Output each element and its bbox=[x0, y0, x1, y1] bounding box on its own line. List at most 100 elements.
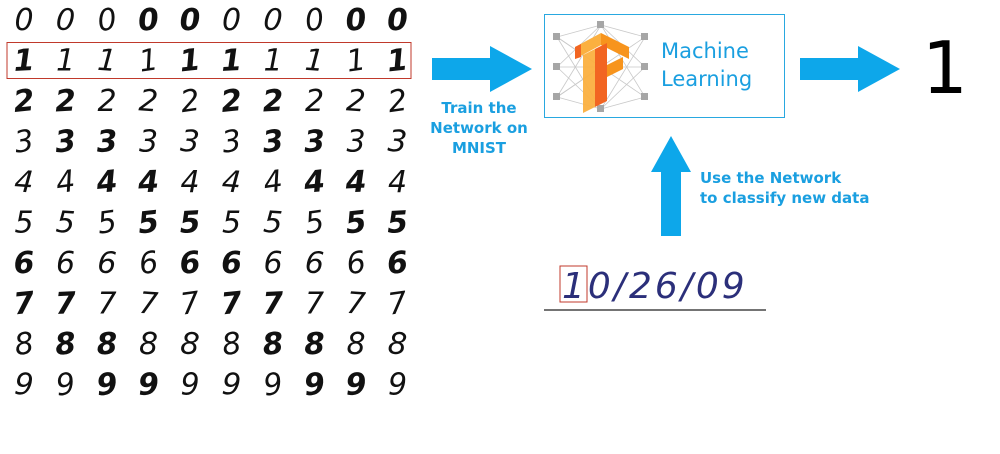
train-arrow bbox=[432, 46, 532, 92]
classification-result: 1 bbox=[922, 26, 968, 110]
mnist-digit: 6 bbox=[96, 245, 117, 281]
train-caption-line: Train the bbox=[441, 99, 517, 117]
mnist-digit: 1 bbox=[96, 43, 117, 79]
mnist-digit: 9 bbox=[345, 367, 368, 403]
mnist-digit: 3 bbox=[303, 124, 326, 160]
mnist-digit: 2 bbox=[97, 84, 116, 119]
mnist-digit: 9 bbox=[388, 368, 407, 403]
mnist-digit: 1 bbox=[56, 44, 75, 79]
mnist-digit: 9 bbox=[13, 367, 34, 403]
mnist-digit: 9 bbox=[180, 368, 199, 403]
train-caption-line: MNIST bbox=[451, 139, 507, 157]
mnist-digit: 0 bbox=[344, 2, 368, 39]
mnist-digit: 8 bbox=[387, 326, 408, 362]
train-caption: Train the Network on MNIST bbox=[418, 98, 540, 158]
mnist-digit: 7 bbox=[54, 286, 77, 322]
use-caption-line: to classify new data bbox=[700, 189, 870, 207]
mnist-digit: 0 bbox=[136, 2, 160, 39]
mnist-digit: 8 bbox=[96, 326, 119, 362]
mnist-digit: 7 bbox=[386, 285, 410, 322]
mnist-digit: 7 bbox=[138, 286, 159, 322]
mnist-digit: 9 bbox=[261, 366, 285, 403]
mnist-digit: 7 bbox=[97, 287, 116, 322]
classify-arrow bbox=[651, 136, 691, 236]
mnist-digit: 2 bbox=[219, 83, 243, 120]
mnist-digit: 9 bbox=[221, 367, 242, 403]
mnist-digit: 7 bbox=[345, 286, 366, 322]
train-caption-line: Network on bbox=[430, 119, 528, 137]
mnist-digit: 2 bbox=[345, 83, 366, 119]
mnist-digit: 6 bbox=[13, 245, 36, 281]
mnist-digit: 8 bbox=[261, 326, 285, 363]
mnist-digit: 4 bbox=[301, 164, 326, 201]
mnist-digit: 0 bbox=[179, 2, 202, 38]
mnist-digit: 0 bbox=[386, 2, 409, 38]
mnist-digit: 2 bbox=[262, 83, 285, 119]
mnist-digit: 6 bbox=[220, 245, 243, 281]
tensorflow-logo-icon bbox=[553, 21, 648, 113]
mnist-digit: 8 bbox=[139, 327, 158, 362]
use-caption-line: Use the Network bbox=[700, 169, 842, 187]
mnist-digit: 7 bbox=[219, 285, 244, 322]
mnist-digit: 3 bbox=[12, 123, 36, 160]
mnist-digit: 4 bbox=[180, 165, 199, 200]
mnist-digit: 2 bbox=[12, 83, 36, 120]
use-caption: Use the Network to classify new data bbox=[700, 168, 890, 208]
date-text: 10/26/09 bbox=[562, 266, 748, 307]
mnist-digit: 6 bbox=[263, 246, 282, 281]
mnist-digit: 2 bbox=[138, 83, 159, 119]
mnist-digit: 7 bbox=[305, 287, 324, 322]
mnist-digit: 4 bbox=[261, 164, 285, 201]
mnist-digit: 0 bbox=[303, 2, 327, 39]
mnist-digit: 8 bbox=[346, 327, 365, 362]
mnist-digit: 5 bbox=[179, 205, 202, 241]
mnist-digit: 3 bbox=[139, 125, 158, 160]
mnist-digit: 2 bbox=[54, 83, 77, 119]
mnist-digit: 6 bbox=[344, 245, 368, 282]
mnist-digit: 3 bbox=[387, 124, 408, 160]
mnist-digit: 4 bbox=[221, 164, 242, 200]
mnist-digit: 2 bbox=[178, 83, 202, 120]
mnist-digit: 5 bbox=[95, 204, 119, 241]
mnist-digit: 0 bbox=[262, 2, 283, 38]
mnist-digit: 6 bbox=[56, 246, 75, 281]
mnist-digit: 5 bbox=[303, 204, 327, 241]
mnist-digit: 8 bbox=[220, 326, 244, 363]
mnist-digit: 5 bbox=[262, 205, 283, 241]
mnist-digit: 1 bbox=[13, 43, 36, 79]
mnist-digit: 6 bbox=[304, 245, 325, 281]
ml-title: Machine Learning bbox=[661, 37, 781, 93]
mnist-digit: 9 bbox=[54, 366, 78, 403]
mnist-digit: 1 bbox=[178, 43, 202, 80]
mnist-digit: 5 bbox=[55, 205, 76, 241]
mnist-digit: 4 bbox=[388, 165, 407, 200]
mnist-digit: 0 bbox=[14, 3, 33, 38]
mnist-digit: 4 bbox=[13, 164, 34, 200]
mnist-digit: 2 bbox=[386, 83, 410, 120]
mnist-digit: 7 bbox=[178, 285, 202, 322]
mnist-digit: 4 bbox=[344, 164, 368, 200]
handwritten-date-sample: 10/26/09 bbox=[544, 265, 766, 311]
mnist-digit: 4 bbox=[94, 164, 119, 201]
mnist-digit: 5 bbox=[386, 205, 409, 241]
ml-title-line2: Learning bbox=[661, 67, 753, 91]
mnist-digit: 9 bbox=[95, 367, 119, 404]
mnist-digit: 6 bbox=[385, 245, 409, 282]
mnist-digit: 0 bbox=[55, 2, 76, 38]
mnist-digit: 1 bbox=[137, 42, 161, 79]
mnist-digit: 2 bbox=[305, 84, 324, 119]
mnist-digit: 1 bbox=[263, 44, 282, 79]
mnist-digit: 5 bbox=[344, 205, 368, 242]
mnist-digit: 3 bbox=[179, 124, 200, 160]
mnist-digit: 8 bbox=[12, 326, 36, 363]
machine-learning-box: Machine Learning bbox=[544, 14, 785, 118]
mnist-digit: 5 bbox=[222, 206, 241, 241]
date-highlight-box bbox=[559, 265, 588, 303]
mnist-digit: 9 bbox=[302, 367, 326, 404]
mnist-digit: 3 bbox=[220, 123, 244, 160]
mnist-digit: 4 bbox=[54, 164, 78, 201]
mnist-digit: 3 bbox=[53, 124, 77, 161]
output-arrow bbox=[800, 46, 900, 92]
mnist-digit: 1 bbox=[385, 43, 409, 80]
